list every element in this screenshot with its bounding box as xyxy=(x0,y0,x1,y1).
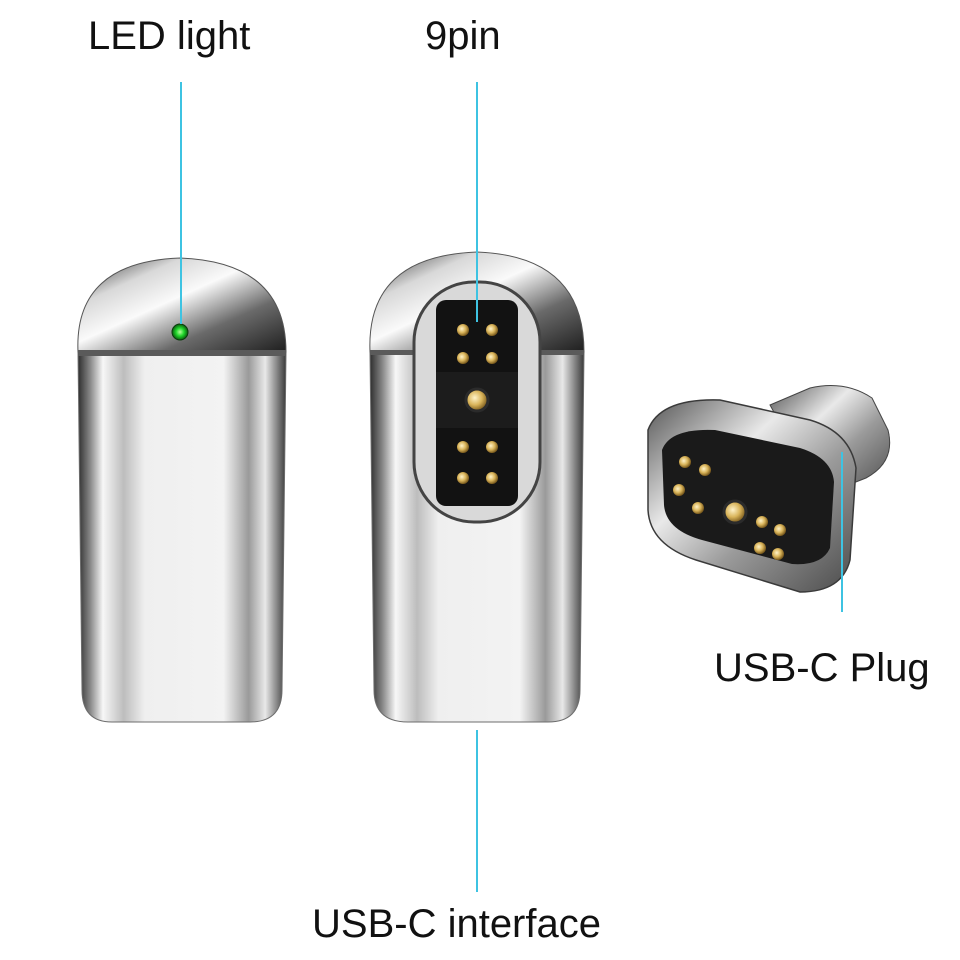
left-adapter xyxy=(77,257,287,723)
pin-contacts xyxy=(457,324,498,484)
nine-pin-label: 9pin xyxy=(425,14,501,58)
led-indicator xyxy=(171,323,189,341)
usbc-plug-label: USB-C Plug xyxy=(714,646,930,690)
usbc-interface-label: USB-C interface xyxy=(312,902,601,946)
plug-pin-contacts xyxy=(673,456,786,560)
led-light-label: LED light xyxy=(88,14,251,58)
usbc-plug xyxy=(647,385,891,593)
middle-adapter xyxy=(369,251,585,723)
callout-lines xyxy=(180,82,843,892)
